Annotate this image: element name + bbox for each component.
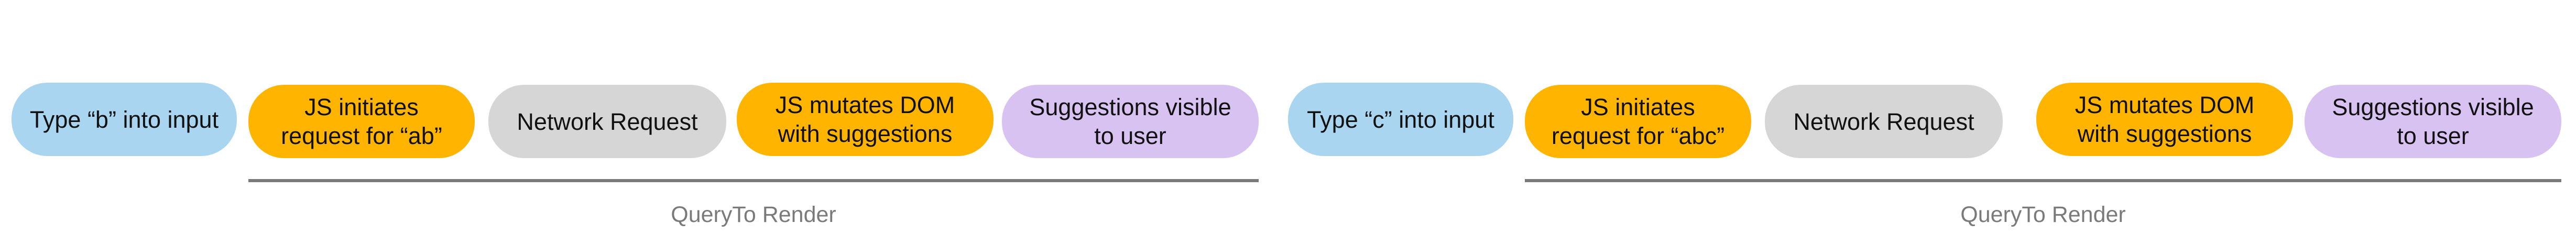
step-network-request-2: Network Request <box>1765 85 2003 158</box>
span-line-2 <box>1525 179 2561 182</box>
span-label-2: QueryTo Render <box>1960 202 2126 227</box>
step-network-request-1: Network Request <box>488 85 726 158</box>
step-suggestions-visible-2: Suggestions visible to user <box>2305 85 2561 158</box>
step-js-mutates-dom-1: JS mutates DOM with suggestions <box>737 83 994 156</box>
step-js-request-abc: JS initiates request for “abc” <box>1525 85 1751 158</box>
step-type-c: Type “c” into input <box>1288 83 1513 156</box>
step-type-b: Type “b” into input <box>12 83 237 156</box>
step-suggestions-visible-1: Suggestions visible to user <box>1002 85 1259 158</box>
span-line-1 <box>248 179 1259 182</box>
span-label-1: QueryTo Render <box>671 202 836 227</box>
step-js-mutates-dom-2: JS mutates DOM with suggestions <box>2036 83 2293 156</box>
step-js-request-ab: JS initiates request for “ab” <box>248 85 475 158</box>
